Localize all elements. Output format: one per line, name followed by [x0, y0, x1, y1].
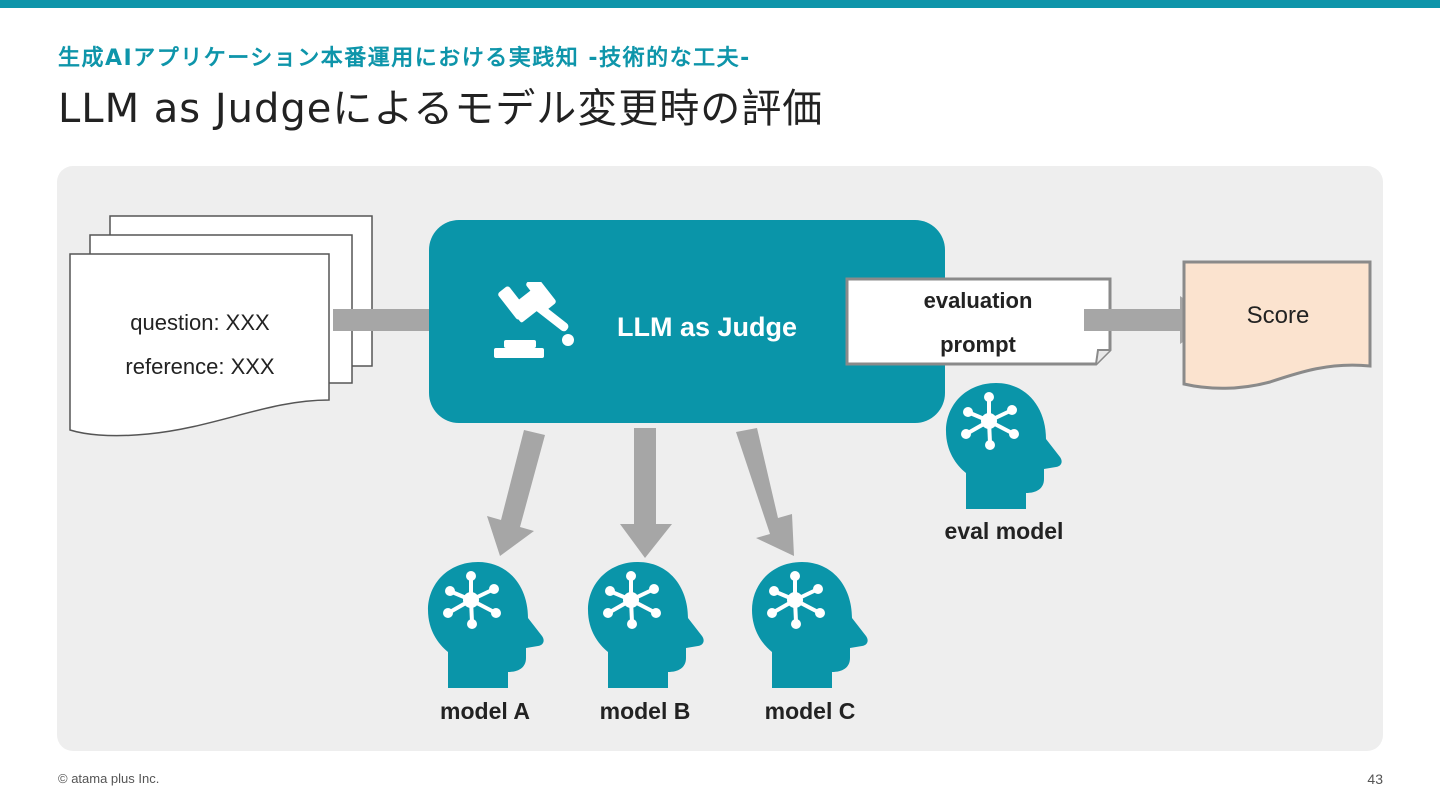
model-a-brain-head-icon [428, 562, 544, 688]
copyright-text: © atama plus Inc. [58, 771, 160, 786]
model-b-label: model B [599, 698, 691, 724]
input-document-stack-icon [69, 215, 373, 437]
arrow-judge-to-model-a [487, 430, 545, 556]
score-label: Score [1246, 302, 1310, 329]
page-number: 43 [1367, 771, 1383, 787]
top-accent-bar [0, 0, 1440, 8]
arrow-judge-to-model-b [620, 428, 672, 558]
slide-title: LLM as Judgeによるモデル変更時の評価 [58, 86, 824, 132]
arrow-judge-to-model-c [736, 428, 794, 556]
question-text: question: XXX [130, 310, 270, 335]
llm-judge-label: LLM as Judge [617, 312, 798, 342]
gavel-icon [494, 282, 574, 358]
model-a-label: model A [440, 698, 530, 724]
slide-subtitle: 生成AIアプリケーション本番運用における実践知 -技術的な工夫- [58, 46, 751, 71]
model-c-brain-head-icon [752, 562, 868, 688]
score-document-icon [1182, 260, 1372, 390]
evaluation-prompt-line2: prompt [940, 332, 1016, 357]
eval-model-brain-head-icon [946, 383, 1062, 509]
evaluation-prompt-document-icon [845, 277, 1112, 366]
eval-model-label: eval model [944, 518, 1064, 544]
evaluation-prompt-line1: evaluation [923, 288, 1033, 313]
model-c-label: model C [764, 698, 856, 724]
reference-text: reference: XXX [125, 354, 275, 379]
model-b-brain-head-icon [588, 562, 704, 688]
arrow-judge-to-score [1084, 296, 1215, 344]
